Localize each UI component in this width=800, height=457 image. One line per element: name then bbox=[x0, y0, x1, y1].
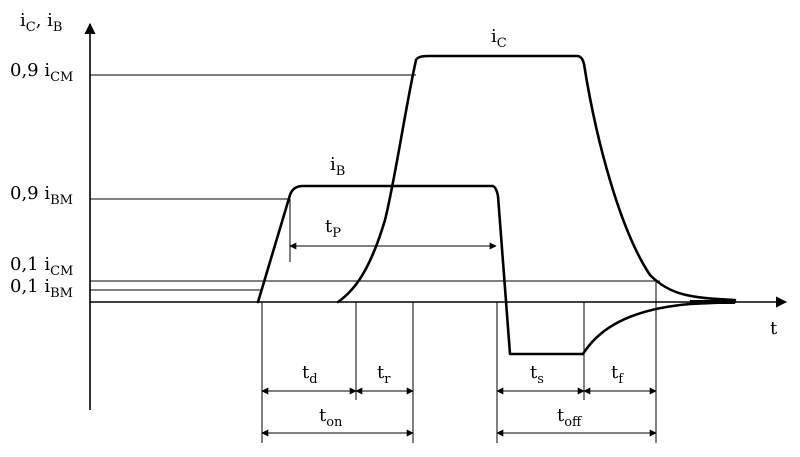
y-label-sep: , i bbox=[36, 10, 53, 31]
tp-label: tP bbox=[325, 216, 341, 241]
td-sub: d bbox=[309, 372, 317, 387]
ib-10-level-label: 0,1 iBM bbox=[10, 276, 73, 301]
ts-sub: s bbox=[537, 372, 544, 387]
ib-waveform bbox=[256, 184, 737, 356]
ton-main: t bbox=[319, 405, 327, 426]
ic-90-sub: CM bbox=[50, 70, 73, 85]
ts-main: t bbox=[530, 362, 538, 383]
tp-sub: P bbox=[332, 226, 341, 241]
ton-sub: on bbox=[326, 415, 343, 430]
y-axis-label: iC, iB bbox=[20, 10, 62, 35]
tr-label: tr bbox=[377, 362, 391, 387]
tr-sub: r bbox=[384, 372, 391, 387]
ib-90-level-label: 0,9 iBM bbox=[10, 183, 73, 208]
td-main: t bbox=[302, 362, 310, 383]
ic-90-level-label: 0,9 iCM bbox=[10, 60, 73, 85]
ts-label: ts bbox=[530, 362, 544, 387]
toff-label: toff bbox=[557, 405, 583, 430]
y-label-sub2: B bbox=[53, 20, 63, 35]
ic-10-coef: 0,1 i bbox=[10, 254, 50, 275]
tf-label: tf bbox=[611, 362, 624, 387]
toff-sub: off bbox=[564, 415, 583, 430]
td-label: td bbox=[302, 362, 318, 387]
ib-10-coef: 0,1 i bbox=[10, 276, 50, 297]
ic-waveform bbox=[336, 54, 737, 304]
ib-10-sub: BM bbox=[50, 286, 73, 301]
ib-curve-label: iB bbox=[330, 154, 345, 179]
ic-curve-label: iC bbox=[491, 26, 507, 51]
ib-curve-main: i bbox=[330, 154, 336, 175]
ic-curve-main: i bbox=[491, 26, 497, 47]
ic-10-sub: CM bbox=[50, 264, 73, 279]
ib-90-sub: BM bbox=[50, 193, 73, 208]
y-label-sub1: C bbox=[26, 20, 36, 35]
ic-curve-sub: C bbox=[497, 36, 507, 51]
tr-main: t bbox=[377, 362, 385, 383]
toff-main: t bbox=[557, 405, 565, 426]
y-label-main: i bbox=[20, 10, 26, 31]
tp-main: t bbox=[325, 216, 333, 237]
ic-90-coef: 0,9 i bbox=[10, 60, 50, 81]
ib-curve-sub: B bbox=[336, 164, 346, 179]
ic-10-level-label: 0,1 iCM bbox=[10, 254, 73, 279]
tf-main: t bbox=[611, 362, 619, 383]
tf-sub: f bbox=[618, 372, 624, 387]
ton-label: ton bbox=[319, 405, 343, 430]
x-axis-label: t bbox=[770, 318, 778, 339]
ib-90-coef: 0,9 i bbox=[10, 183, 50, 204]
